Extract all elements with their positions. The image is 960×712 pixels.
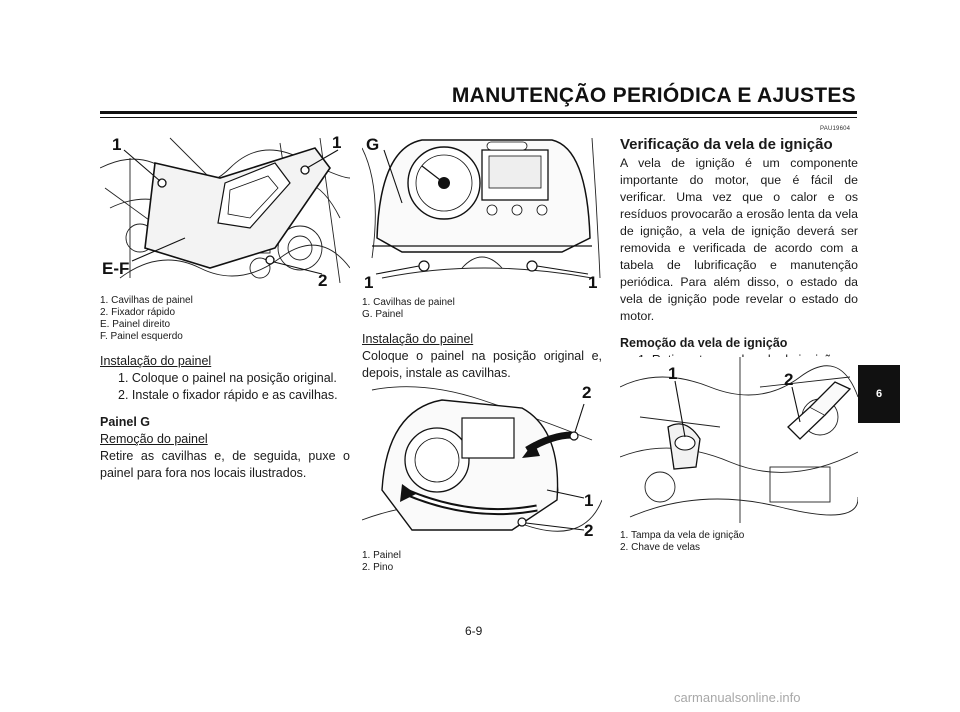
column-1: 1. Cavilhas de painel 2. Fixador rápido … [100,295,350,482]
install-heading: Instalação do painel [100,354,212,368]
label-1-left: 1 [364,273,373,290]
install-step-1: 1. Coloque o painel na posição original. [118,371,337,385]
caption-2: 2. Fixador rápido [100,307,176,318]
label-1: 1 [668,364,677,383]
page-header-title: MANUTENÇÃO PERIÓDICA E AJUSTES [451,84,856,107]
install-text: Coloque o painel na posição original e, … [362,349,602,380]
caption-1: 1. Cavilhas de painel [362,297,455,308]
label-1-right: 1 [332,133,341,152]
caption-1: 1. Tampa da vela de ignição [620,530,745,541]
install-heading: Instalação do painel [362,332,474,346]
label-2-top: 2 [582,383,591,402]
label-1: 1 [584,491,593,510]
column-3: Verificação da vela de ignição A vela de… [620,135,858,369]
removal-text: Retire as cavilhas e, de seguida, puxe o… [100,449,350,480]
header-rule-thin [100,117,857,118]
label-1-right: 1 [588,273,597,290]
figure-panel-g: G 1 1 [362,128,602,290]
column-3-captions: 1. Tampa da vela de ignição 2. Chave de … [620,530,858,554]
caption-1: 1. Cavilhas de painel [100,295,193,306]
intro-paragraph: A vela de ignição é um componente import… [620,156,858,323]
doc-code: PAU19604 [820,126,851,132]
chapter-tab[interactable]: 6 [858,365,900,423]
figure-spark-plug: 1 2 [620,357,858,523]
label-1-left: 1 [112,135,121,154]
label-ef: E-F [102,259,129,278]
caption-2: 2. Chave de velas [620,542,701,553]
removal-heading: Remoção da vela de ignição [620,336,788,350]
panel-g-heading: Painel G [100,415,151,429]
label-2: 2 [318,271,327,290]
figure-side-panel: 1 1 E-F 2 [100,128,350,290]
header-rule [100,111,857,114]
label-g: G [366,135,379,154]
label-2: 2 [784,370,793,389]
page-number: 6-9 [465,624,483,638]
figure-panel-removal: 2 1 2 [362,380,602,545]
install-step-2: 2. Instale o fixador rápido e as cavilha… [118,388,338,402]
column-2-top: 1. Cavilhas de painel G. Painel Instalaç… [362,297,602,382]
caption-g: G. Painel [362,309,404,320]
caption-f: F. Painel esquerdo [100,331,183,342]
caption-2: 2. Pino [362,562,394,573]
removal-heading: Remoção do painel [100,432,208,446]
caption-1: 1. Painel [362,550,401,561]
watermark: carmanualsonline.info [674,690,801,705]
column-2-bottom: 1. Painel 2. Pino [362,550,602,574]
caption-e: E. Painel direito [100,319,171,330]
section-heading: Verificação da vela de ignição [620,136,833,153]
label-2-bottom: 2 [584,521,593,540]
